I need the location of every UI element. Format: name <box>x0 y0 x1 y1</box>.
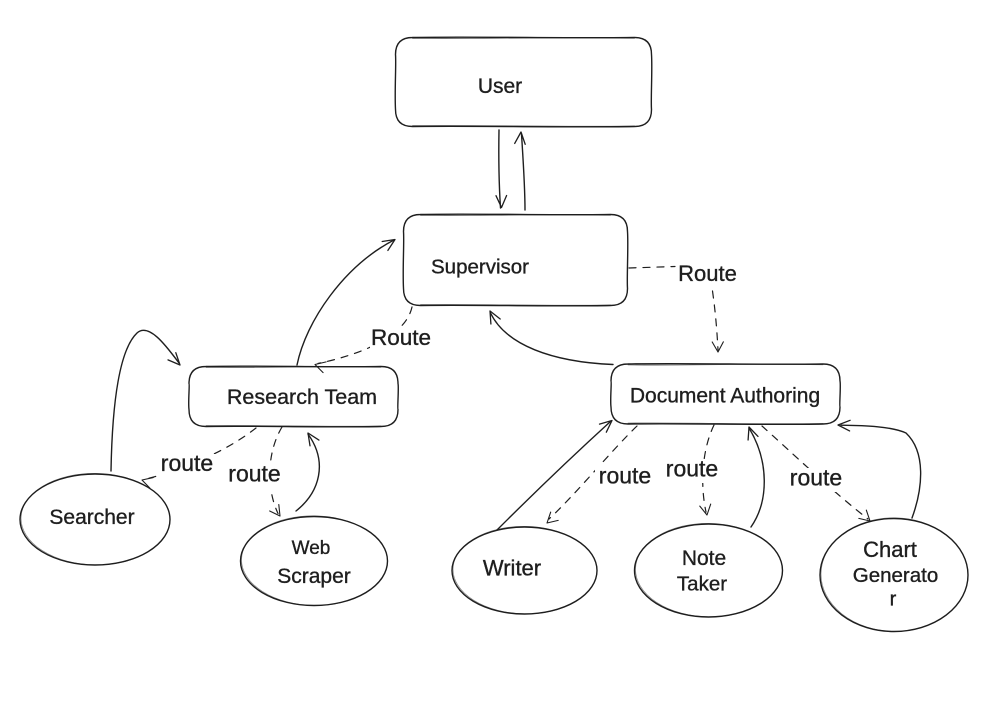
svg-text:route: route <box>161 450 213 476</box>
svg-text:Web: Web <box>292 538 331 559</box>
svg-text:Chart: Chart <box>863 537 917 562</box>
svg-text:route: route <box>599 463 651 489</box>
svg-text:route: route <box>666 456 718 482</box>
svg-text:Route: Route <box>371 325 431 350</box>
svg-text:Taker: Taker <box>677 573 727 596</box>
svg-text:Route: Route <box>678 261 737 286</box>
svg-text:route: route <box>228 461 280 487</box>
svg-text:Scraper: Scraper <box>277 565 351 588</box>
svg-text:Document Authoring: Document Authoring <box>630 385 820 408</box>
svg-text:Searcher: Searcher <box>49 506 134 529</box>
svg-text:route: route <box>790 465 842 491</box>
svg-text:Generato: Generato <box>853 564 938 587</box>
svg-text:Writer: Writer <box>483 556 541 581</box>
svg-text:User: User <box>478 75 522 98</box>
svg-text:Supervisor: Supervisor <box>431 256 529 279</box>
svg-text:r: r <box>890 589 897 611</box>
svg-text:Research Team: Research Team <box>227 385 377 409</box>
svg-text:Note: Note <box>682 547 726 570</box>
